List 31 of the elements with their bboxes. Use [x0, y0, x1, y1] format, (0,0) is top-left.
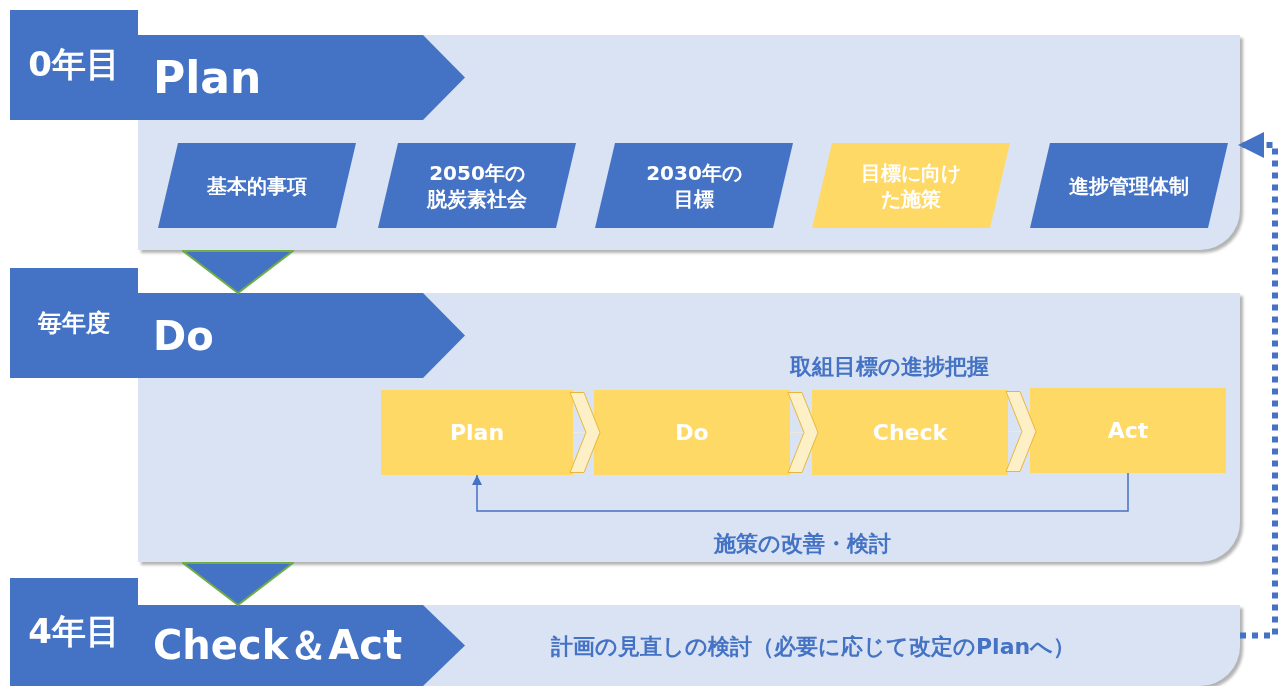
note-text: 取組目標の進捗把握 — [790, 353, 989, 381]
node-label: 基本的事項 — [207, 172, 307, 199]
year-tab — [10, 268, 138, 378]
arrow — [1238, 132, 1278, 639]
phase-title: Plan — [153, 52, 262, 103]
step-box — [381, 390, 573, 475]
year-tab — [10, 578, 138, 686]
phase-title: Do — [153, 312, 214, 359]
year-label: 毎年度 — [38, 308, 110, 339]
phase-title: Check＆Act — [153, 621, 403, 670]
year-label: 4年目 — [28, 610, 120, 653]
node-label: Plan — [449, 420, 505, 445]
year-label: 0年目 — [28, 43, 120, 86]
node-label: 進捗管理体制 — [1069, 172, 1189, 199]
node-label: 目標に向けた施策 — [861, 159, 961, 212]
panel-band — [138, 35, 1240, 250]
node-label: Act — [1107, 418, 1149, 443]
node-label: Check — [872, 420, 948, 445]
step-box — [1030, 388, 1226, 473]
node-label: 2050年の脱炭素社会 — [426, 159, 528, 212]
year-tab — [10, 10, 138, 120]
step-box — [594, 390, 790, 475]
node-label: 2030年の目標 — [645, 159, 743, 212]
down-arrow — [182, 249, 294, 294]
down-arrow — [182, 561, 294, 606]
arrow — [472, 472, 1129, 512]
node-label: Do — [675, 420, 709, 445]
panel-band — [138, 605, 1240, 686]
note-text: 計画の見直しの検討（必要に応じて改定のPlanへ） — [551, 633, 1076, 661]
panel-band — [138, 293, 1240, 562]
step-box — [812, 390, 1008, 475]
